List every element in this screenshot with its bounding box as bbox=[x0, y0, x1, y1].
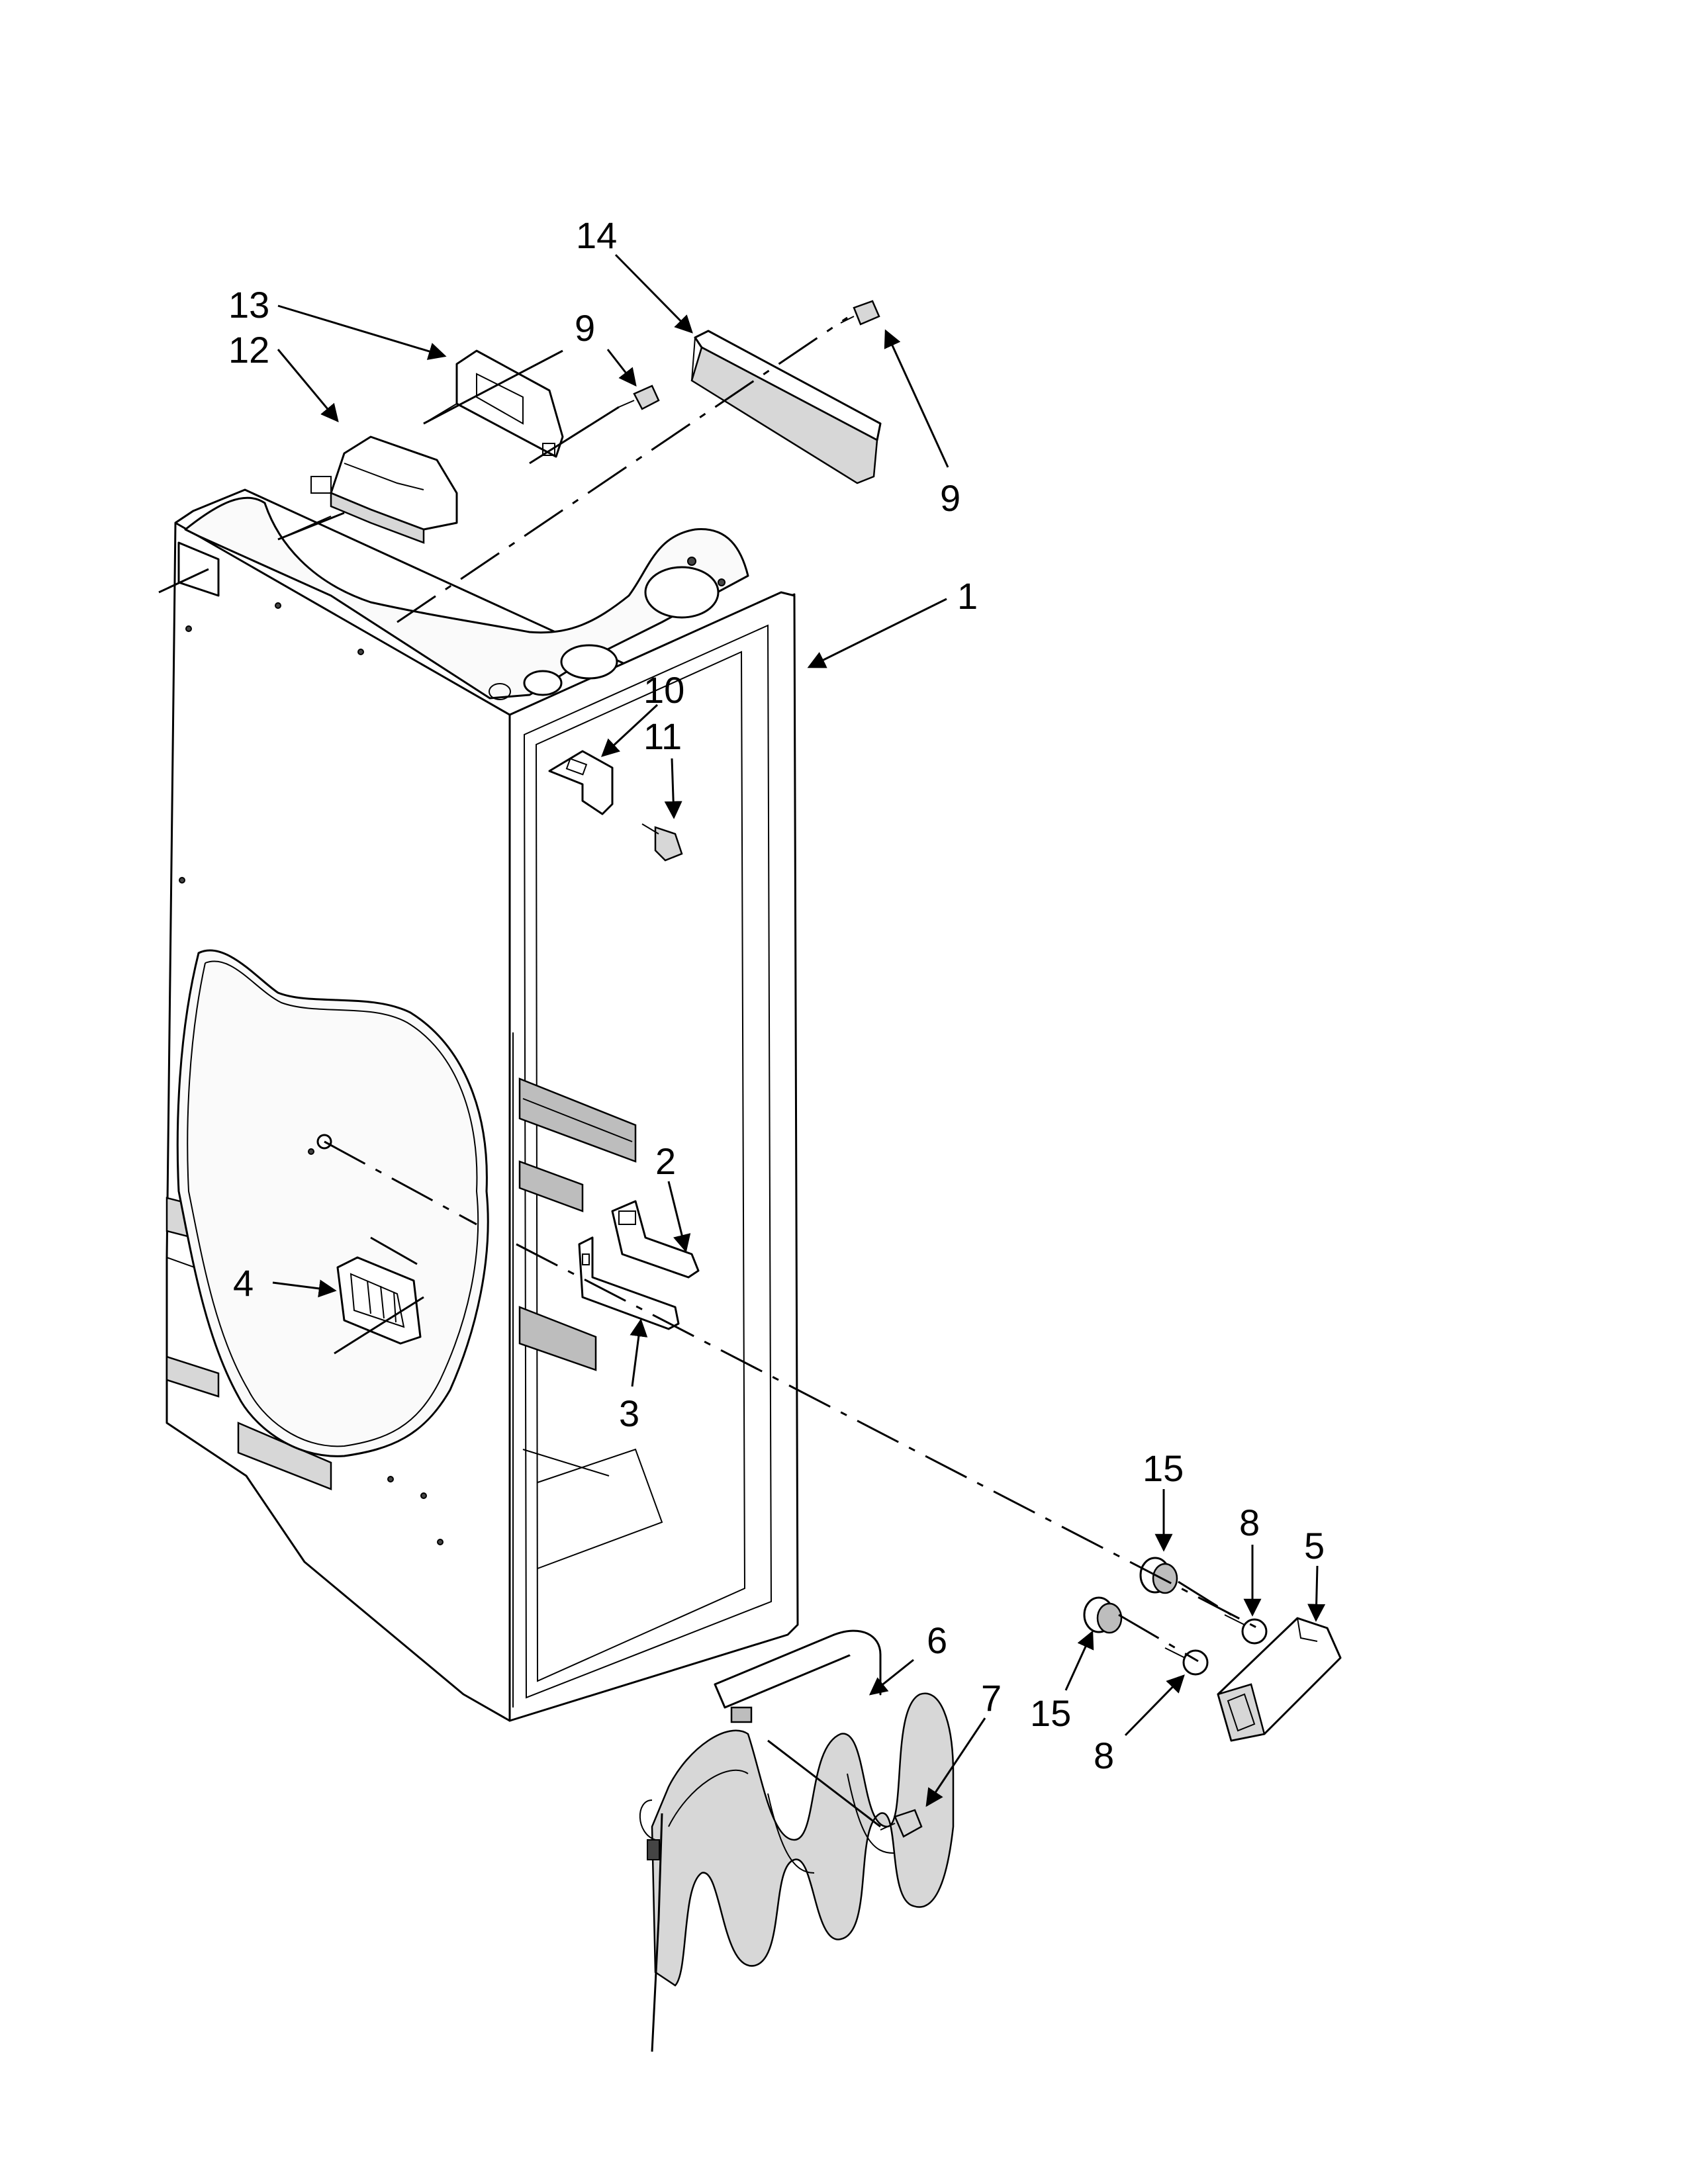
part-8-bulb-upper bbox=[1224, 1614, 1268, 1645]
callout-labels: 14 13 12 9 9 1 10 11 2 4 3 15 8 5 6 7 15… bbox=[228, 214, 1325, 1776]
callout-11: 11 bbox=[643, 715, 682, 757]
callout-12: 12 bbox=[228, 329, 269, 371]
line-screw9 bbox=[529, 406, 620, 465]
callout-2: 2 bbox=[655, 1140, 676, 1182]
part-8-bulb-lower bbox=[1164, 1647, 1209, 1676]
dashline-lower-bulb bbox=[1118, 1614, 1199, 1662]
callout-14: 14 bbox=[576, 214, 617, 256]
part-15-grommet-lower bbox=[1083, 1596, 1123, 1634]
assembly-lines bbox=[158, 316, 1258, 1828]
callout-9-right: 9 bbox=[940, 477, 961, 519]
cabinet-liner bbox=[165, 488, 799, 1722]
part-15-grommet-upper bbox=[1139, 1557, 1178, 1594]
callout-1: 1 bbox=[957, 575, 978, 617]
dashline-damper bbox=[324, 1140, 477, 1226]
part-9-screw-left bbox=[618, 385, 660, 410]
part-2-bracket bbox=[611, 1200, 700, 1279]
dashline-light bbox=[516, 1243, 1258, 1629]
callout-9-left: 9 bbox=[575, 307, 595, 349]
callout-15-upper: 15 bbox=[1143, 1447, 1184, 1489]
dashline-upper-bulb bbox=[1178, 1580, 1232, 1616]
part-14-rail bbox=[690, 330, 882, 484]
callout-8-upper: 8 bbox=[1239, 1502, 1260, 1543]
part-5-light-housing bbox=[1217, 1617, 1342, 1742]
callout-4: 4 bbox=[233, 1262, 254, 1304]
part-11-screw bbox=[641, 823, 683, 862]
part-6-evaporator bbox=[639, 1629, 955, 2052]
callout-6: 6 bbox=[927, 1619, 947, 1661]
part-10-bracket bbox=[548, 750, 614, 815]
callout-10: 10 bbox=[643, 669, 684, 711]
line-bracket13 bbox=[423, 349, 563, 425]
line-evap-screw bbox=[767, 1739, 881, 1828]
part-9-screw-right bbox=[840, 300, 880, 326]
part-7-screw bbox=[880, 1809, 923, 1838]
part-13-bracket bbox=[423, 349, 564, 458]
callout-13: 13 bbox=[228, 284, 269, 326]
part-12-module bbox=[277, 435, 458, 544]
line-damper-upper bbox=[370, 1236, 418, 1265]
part-4-damper bbox=[336, 1256, 422, 1345]
callout-leaders bbox=[272, 253, 1326, 1807]
callout-7: 7 bbox=[981, 1677, 1002, 1719]
line-top-left bbox=[158, 568, 209, 594]
part-3-bracket bbox=[578, 1236, 680, 1330]
callout-15-lower: 15 bbox=[1030, 1692, 1071, 1734]
callout-5: 5 bbox=[1304, 1525, 1325, 1567]
callout-8-lower: 8 bbox=[1094, 1735, 1114, 1776]
callout-3: 3 bbox=[619, 1392, 639, 1434]
line-module bbox=[277, 512, 345, 541]
dashline-rail bbox=[397, 316, 848, 623]
line-damper-lower bbox=[334, 1296, 424, 1355]
